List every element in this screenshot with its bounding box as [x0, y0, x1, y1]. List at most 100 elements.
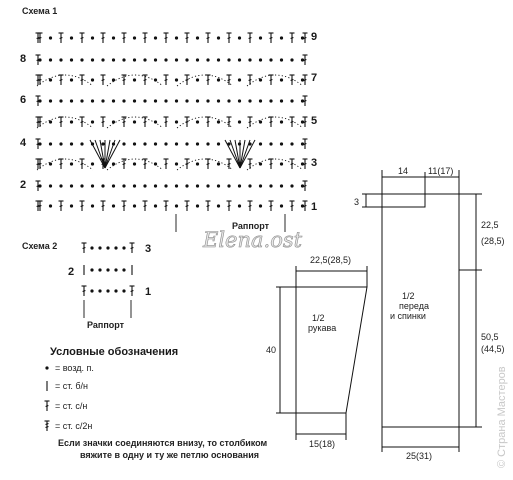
chain-arc: [246, 74, 304, 87]
stitch: [185, 184, 189, 188]
stitch: [78, 158, 86, 170]
scheme2-repeat-bracket: [83, 300, 132, 318]
stitch: [132, 142, 137, 146]
stitch: [132, 58, 137, 62]
fan-stitch: [104, 139, 121, 169]
chain-arc: [176, 74, 234, 87]
body-neck-width: 14: [398, 166, 408, 176]
fan-stitch: [239, 139, 246, 169]
stitch: [267, 158, 275, 170]
fan-stitch: [229, 139, 241, 169]
stitch: [174, 120, 179, 124]
legend-item-4: = ст. с/2н: [55, 421, 92, 431]
legend-item-1: = возд. п.: [55, 363, 94, 373]
stitch: [122, 289, 126, 293]
stitch: [258, 142, 263, 146]
stitch: [69, 162, 74, 166]
stitch: [216, 99, 221, 103]
stitch: [69, 36, 74, 40]
scheme2-chart: [80, 242, 136, 297]
scheme2-row-2: 2: [68, 266, 74, 278]
stitch: [225, 74, 233, 86]
stitch: [269, 99, 273, 103]
stitch: [122, 246, 126, 250]
stitch: [111, 78, 116, 82]
stitch: [57, 74, 65, 86]
stitch: [48, 58, 53, 62]
sleeve-pattern: [276, 266, 368, 440]
stitch: [246, 200, 254, 212]
stitch: [279, 99, 284, 103]
stitch: [248, 99, 252, 103]
stitch: [143, 58, 147, 62]
stitch: [80, 184, 84, 188]
stitch: [122, 58, 126, 62]
stitch: [122, 184, 126, 188]
sleeve-height: 40: [266, 345, 276, 355]
stitch: [225, 158, 233, 170]
stitch: [114, 246, 118, 250]
body-lower-height-2: (44,5): [481, 344, 505, 354]
stitch: [279, 162, 284, 166]
stitch: [258, 204, 263, 208]
stitch: [248, 184, 252, 188]
stitch: [227, 99, 231, 103]
stitch: [69, 204, 74, 208]
scheme1-row-3: 3: [311, 157, 317, 169]
stitch: [279, 78, 284, 82]
stitch: [153, 162, 158, 166]
stitch: [195, 99, 200, 103]
stitch: [90, 268, 94, 272]
stitch: [288, 116, 296, 128]
stitch: [128, 285, 136, 297]
stitch: [279, 58, 284, 62]
stitch: [174, 162, 179, 166]
stitch: [90, 289, 94, 293]
stitch: [216, 184, 221, 188]
stitch: [288, 158, 296, 170]
fan-stitch: [104, 139, 116, 169]
fan-stitch: [234, 139, 241, 169]
stitch: [216, 36, 221, 40]
stitch: [80, 285, 88, 297]
fan-stitch: [89, 139, 106, 169]
stitch: [69, 99, 74, 103]
stitch: [132, 36, 137, 40]
scheme2-repeat-label: Раппорт: [87, 320, 125, 330]
stitch: [204, 32, 212, 44]
stitch: [132, 184, 137, 188]
body-upper-height-1: 22,5: [481, 220, 499, 230]
stitch: [143, 142, 147, 146]
stitch: [183, 32, 191, 44]
stitch: [98, 268, 102, 272]
stitch: [153, 120, 158, 124]
stitch: [162, 116, 170, 128]
scheme2-title: Схема 2: [22, 241, 57, 251]
stitch: [101, 142, 105, 146]
scheme1-row-5: 5: [311, 115, 317, 127]
stitch: [195, 142, 200, 146]
stitch: [80, 242, 88, 254]
stitch: [185, 99, 189, 103]
stitch: [101, 99, 105, 103]
stitch: [279, 204, 284, 208]
stitch: [174, 204, 179, 208]
stitch: [57, 32, 65, 44]
stitch: [183, 116, 191, 128]
stitch: [153, 36, 158, 40]
stitch: [132, 120, 137, 124]
stitch: [111, 162, 116, 166]
stitch: [111, 120, 116, 124]
scheme1-row-1: 1: [311, 201, 317, 213]
fan-stitch: [99, 139, 106, 169]
stitch: [106, 289, 110, 293]
stitch: [267, 74, 275, 86]
stitch: [216, 120, 221, 124]
stitch: [269, 184, 273, 188]
scheme2-row-1: 1: [145, 286, 151, 298]
stitch: [111, 58, 116, 62]
stitch: [195, 162, 200, 166]
fan-stitch: [224, 139, 241, 169]
legend: = возд. п. = ст. б/н = ст. с/н = ст. с/2…: [43, 363, 94, 432]
